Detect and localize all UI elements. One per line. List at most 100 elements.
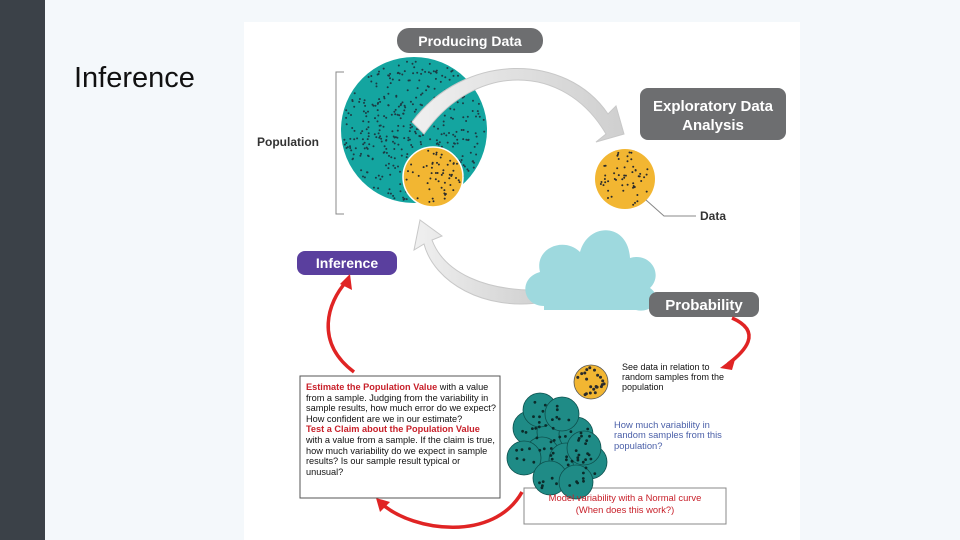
population-dot [476,142,479,145]
sample-cluster-dot [538,481,541,485]
sample-cluster-dot [534,426,538,430]
population-dot [399,170,401,173]
population-dot [393,110,396,113]
data-dot [634,169,637,171]
population-dot [396,113,399,116]
data-dot [631,171,634,174]
population-dot [362,175,364,178]
population-dot [371,157,374,160]
sample-cluster-dot [542,447,546,451]
data-dot [613,172,616,175]
population-dot [451,117,454,120]
population-dot [420,93,422,96]
sample-dot [444,193,447,196]
population-dot [358,100,361,103]
sample-dot [450,173,453,176]
population-dot [456,138,459,141]
sample-cluster-dot [584,466,588,470]
sample-cluster-dot [577,453,581,457]
sample-cluster-dot [524,431,528,434]
population-dot [360,152,362,155]
population-dot [390,156,393,159]
population-dot [482,118,485,121]
population-dot [379,135,382,138]
population-dot [349,145,351,148]
data-dot [602,184,605,187]
sample-cluster-dot [555,404,559,408]
population-dot [428,62,431,65]
population-dot [343,138,346,141]
sample-dot [432,152,435,155]
sample-dot [432,200,435,203]
return-arrow [413,219,545,305]
population-dot [353,129,356,132]
population-dot [395,94,398,97]
population-dot [421,92,424,95]
population-dot [345,109,348,112]
population-dot [467,138,470,141]
population-dot [374,176,377,179]
sample-dot [407,170,409,173]
population-dot [411,103,414,106]
sample-cluster-dot [580,434,583,438]
population-dot [389,192,392,195]
population-dot [408,79,411,82]
probability-label: Probability [665,297,743,314]
population-dot [443,132,446,135]
data-dot [636,194,639,196]
population-dot [405,156,408,159]
population-dot [427,71,430,74]
population-dot [414,60,417,63]
sample-cluster-dot [564,435,567,438]
population-dot [438,141,441,144]
sample-cluster-dot [569,430,573,433]
data-dot [637,175,640,178]
population-dot [356,137,359,140]
population-dot [462,116,465,119]
population-dot [377,174,380,177]
population-dot [385,135,388,138]
population-dot [453,108,456,111]
data-dot [607,197,609,199]
population-dot [346,146,349,149]
population-dot [414,132,417,135]
population-dot [404,106,407,109]
data-dot [610,195,613,198]
small-population-dot [580,372,584,376]
sample-cluster-dot [584,442,587,445]
population-dot [408,130,411,133]
population-dot [413,66,416,69]
population-dot [385,139,388,142]
eda-label-line1: Exploratory Data [653,98,774,115]
small-population-dot [596,373,600,377]
sample-dot [435,153,438,156]
population-bracket [335,71,344,215]
sample-dot [440,153,443,156]
population-dot [426,85,429,88]
small-population-dot [589,385,593,389]
sample-cluster-dot [551,451,555,455]
population-dot [420,143,423,146]
population-dot [354,147,357,150]
sample-dot [430,166,433,169]
data-dot [623,174,626,177]
population-dot [446,141,449,144]
small-population-dot [595,385,599,389]
data-dot [626,155,629,158]
population-dot [402,196,405,199]
population-dot [396,72,399,75]
population-dot [472,160,474,163]
probability-cloud [525,230,657,311]
population-dot [382,125,385,128]
test-body: with a value from a sample. If the claim… [306,434,495,477]
sample-cluster-dot [532,460,536,464]
population-dot [367,155,370,158]
population-dot [450,70,453,73]
sample-cluster-dot [577,439,580,442]
sample-dot [428,188,431,191]
population-dot [375,136,378,139]
population-dot [403,70,406,73]
sample-cluster-dot [593,472,597,475]
data-dot [626,160,629,163]
red-arrow-inference-head [340,274,352,290]
